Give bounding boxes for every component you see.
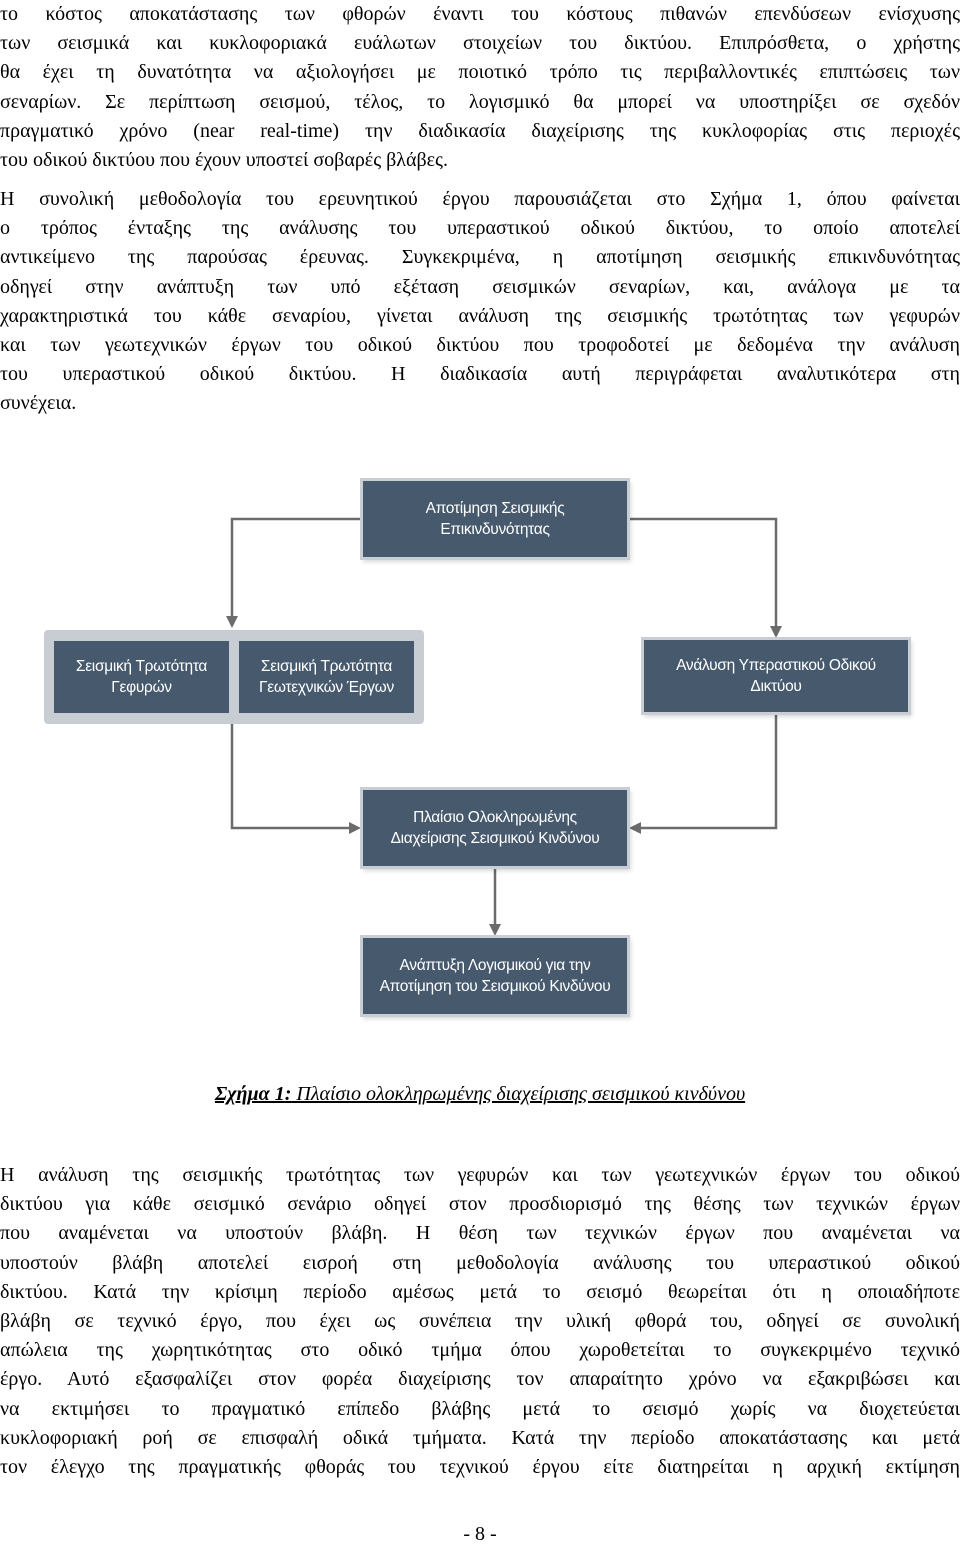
text-line: Η συνολική μεθοδολογία του ερευνητικού έ… [0, 188, 960, 210]
box-label-line: Ανάπτυξη Λογισμικού για την [399, 957, 591, 974]
text-line: του οδικού δικτύου που έχουν υποστεί σοβ… [0, 149, 448, 172]
caption-label: Σχήμα 1: [214, 1083, 292, 1105]
methodology-diagram: Αποτίμηση Σεισμικής Επικινδυνότητας Σεισ… [0, 470, 960, 1030]
box-label-line: Σεισμική Τρωτότητα [75, 658, 208, 675]
box-network-analysis: Ανάλυση Υπεραστικού Οδικού Δικτύου [644, 640, 908, 712]
paragraph-3: Η ανάλυση της σεισμικής τρωτότητας των γ… [0, 1161, 960, 1482]
box-label-line: Αποτίμηση Σεισμικής [425, 500, 565, 517]
text-line: αντικείμενο της παρούσας έρευνας. Συγκεκ… [0, 246, 960, 269]
text-line: απώλεια της χωρητικότητας στο οδικό τμήμ… [0, 1339, 960, 1362]
arrow-vulnerability-to-framework [230, 724, 361, 834]
text-line: βλάβη σε τεχνικό έργο, που έχει ως συνέπ… [0, 1310, 960, 1333]
text-line: συνέχεια. [0, 392, 77, 415]
figure-caption: Σχήμα 1: Πλαίσιο ολοκληρωμένης διαχείρισ… [0, 1081, 960, 1107]
paragraph-1: το κόστος αποκατάστασης των φθορών έναντ… [0, 0, 960, 175]
text-line: των σεισμικά και κυκλοφοριακά ευάλωτων σ… [0, 32, 960, 55]
text-line: οδηγεί στην ανάπτυξη των υπό εξέταση σει… [0, 275, 960, 298]
box-label-line: Γεφυρών [111, 679, 172, 696]
text-line: που αναμένεται να υποστούν βλάβη. Η θέση… [0, 1222, 960, 1245]
page-number: - 8 - [463, 1523, 497, 1545]
arrow-hazard-to-vulnerability [226, 517, 363, 628]
text-line: τον έλεγχο της πραγματικής φθοράς του τε… [0, 1456, 960, 1479]
box-label-line: Σεισμική Τρωτότητα [260, 658, 393, 675]
text-line: πραγματικό χρόνο (near real-time) την δι… [0, 119, 960, 142]
box-label-line: Γεωτεχνικών Έργων [259, 679, 394, 696]
box-label-line: Διαχείρισης Σεισμικού Κινδύνου [390, 830, 600, 847]
text-line: Η ανάλυση της σεισμικής τρωτότητας των γ… [0, 1164, 960, 1186]
box-label-line: Επικινδυνότητας [440, 521, 550, 538]
box-risk-management-framework: Πλαίσιο Ολοκληρωμένης Διαχείρισης Σεισμι… [363, 790, 627, 866]
text-line: ο τρόπος ένταξης της ανάλυσης του υπερασ… [0, 217, 960, 240]
vulnerability-group: Σεισμική Τρωτότητα Γεφυρών Σεισμική Τρωτ… [44, 630, 424, 724]
text-line: του υπεραστικού οδικού δικτύου. Η διαδικ… [0, 363, 960, 386]
text-line: και των γεωτεχνικών έργων του οδικού δικ… [0, 334, 960, 357]
box-label-line: Πλαίσιο Ολοκληρωμένης [413, 809, 577, 826]
arrow-network-to-framework [629, 712, 778, 834]
text-line: θα έχει τη δυνατότητα να αξιολογήσει με … [0, 61, 960, 84]
box-label-line: Ανάλυση Υπεραστικού Οδικού [676, 657, 876, 674]
diagram-connectors [226, 517, 782, 936]
text-line: χαρακτηριστικά του κάθε σεναρίου, γίνετα… [0, 304, 960, 327]
box-software-development: Ανάπτυξη Λογισμικού για την Αποτίμηση το… [363, 938, 627, 1014]
box-label-line: Αποτίμηση του Σεισμικού Κινδύνου [379, 978, 611, 995]
text-line: να εκτιμήσει το πραγματικό επίπεδο βλάβη… [0, 1397, 960, 1420]
box-bridge-vulnerability: Σεισμική Τρωτότητα Γεφυρών [54, 641, 229, 713]
paragraph-2: Η συνολική μεθοδολογία του ερευνητικού έ… [0, 185, 960, 419]
box-label-line: Δικτύου [750, 678, 802, 695]
caption-text: Πλαίσιο ολοκληρωμένης διαχείρισης σεισμι… [291, 1083, 746, 1105]
box-geotechnical-vulnerability: Σεισμική Τρωτότητα Γεωτεχνικών Έργων [239, 641, 414, 713]
text-line: δικτύου για κάθε σεισμικό σενάριο οδηγεί… [0, 1193, 960, 1216]
text-line: κυκλοφοριακή ροή σε επισφαλή οδικά τμήμα… [0, 1426, 960, 1449]
box-seismic-hazard-assessment: Αποτίμηση Σεισμικής Επικινδυνότητας [363, 481, 627, 557]
arrow-hazard-to-network [627, 517, 782, 638]
text-line: σεναρίων. Σε περίπτωση σεισμού, τέλος, τ… [0, 90, 960, 113]
text-line: δικτύου. Κατά την κρίσιμη περίοδο αμέσως… [0, 1280, 960, 1303]
text-line: έργο. Αυτό εξασφαλίζει στον φορέα διαχεί… [0, 1368, 960, 1391]
text-line: το κόστος αποκατάστασης των φθορών έναντ… [0, 3, 960, 25]
text-line: υποστούν βλάβη αποτελεί εισροή στη μεθοδ… [0, 1251, 960, 1274]
